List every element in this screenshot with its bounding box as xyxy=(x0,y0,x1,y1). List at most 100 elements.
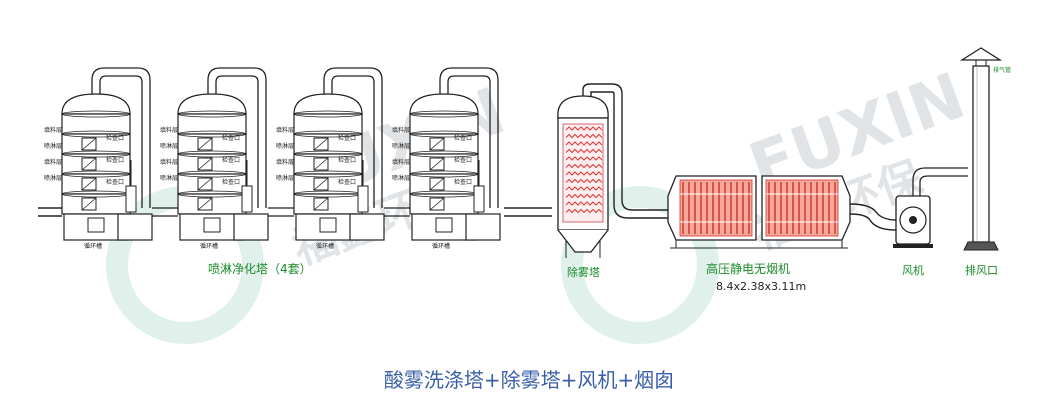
tower-right-label: 检查口 xyxy=(454,178,472,186)
circulation-tank xyxy=(117,213,153,241)
tower-window-hatch xyxy=(197,177,213,191)
tower-row-label: 喷淋层 xyxy=(392,174,410,182)
tower-window-hatch xyxy=(81,197,97,211)
tower-row-label: 填料层 xyxy=(392,158,410,166)
tower-row-label: 喷淋层 xyxy=(160,174,178,182)
tower-tank-label: 循环槽 xyxy=(316,242,334,250)
pump xyxy=(241,185,253,213)
tower-row-label: 填料层 xyxy=(44,126,62,134)
inlet-pipe xyxy=(38,207,62,217)
tower-flange xyxy=(177,170,247,178)
demister-zigzag-row xyxy=(565,156,603,161)
pipe-esp-to-fan xyxy=(849,203,897,231)
spray-towers: 填料层喷淋层填料层喷淋层检查口检查口检查口循环槽填料层喷淋层填料层喷淋层检查口检… xyxy=(44,67,501,250)
tower-window-hatch xyxy=(81,177,97,191)
tower-flange xyxy=(409,110,479,118)
demister-zigzag-row xyxy=(565,201,603,206)
circulation-tank xyxy=(233,213,269,241)
tower-row-label: 喷淋层 xyxy=(44,142,62,150)
tower-flange xyxy=(409,170,479,178)
tower-exhaust-pipe xyxy=(439,67,499,208)
tower-right-label: 检查口 xyxy=(106,178,124,186)
tower-exhaust-pipe-inner xyxy=(99,75,143,208)
tower-base-window xyxy=(435,217,453,233)
tower-tank-label: 循环槽 xyxy=(84,242,102,250)
pump xyxy=(357,185,369,213)
tower-window-hatch xyxy=(429,177,445,191)
tower-flange xyxy=(177,130,247,138)
pipe-to-demister xyxy=(504,207,552,217)
tower-exhaust-pipe-inner xyxy=(215,75,259,208)
tower-dome xyxy=(409,93,479,115)
esp-unit: 高压静电无烟机 8.4x2.38x3.11m xyxy=(667,175,851,293)
esp-label: 高压静电无烟机 xyxy=(706,261,790,276)
demister-zigzag-row xyxy=(565,193,603,199)
tower-right-label: 检查口 xyxy=(222,156,240,164)
tower-right-label: 检查口 xyxy=(338,178,356,186)
tower-right-label: 检查口 xyxy=(338,134,356,142)
tower-window-hatch xyxy=(429,157,445,171)
esp-size-label: 8.4x2.38x3.11m xyxy=(716,280,806,293)
tower-window-hatch xyxy=(81,157,97,171)
tower-window-hatch xyxy=(429,137,445,151)
tower-flange xyxy=(61,130,131,138)
demister-zigzag-row xyxy=(565,208,603,214)
tower-dome xyxy=(177,93,247,115)
tower-right-label: 检查口 xyxy=(454,134,472,142)
tower-flange xyxy=(61,110,131,118)
tower-flange xyxy=(293,150,363,158)
demister-zigzag-row xyxy=(565,148,603,154)
demister-zigzag-row xyxy=(565,133,603,139)
tower-right-label: 检查口 xyxy=(106,134,124,142)
tower-window-hatch xyxy=(313,157,329,171)
spray-tower-label: 喷淋净化塔（4套） xyxy=(208,262,312,276)
chimney-outlet: 排气管 排风口 xyxy=(959,47,1011,277)
tower-row-label: 填料层 xyxy=(276,158,294,166)
tower-row-label: 喷淋层 xyxy=(44,174,62,182)
tower-flange xyxy=(177,110,247,118)
tower-exhaust-pipe xyxy=(91,67,151,208)
circulation-tank xyxy=(349,213,385,241)
tower-flange xyxy=(409,130,479,138)
demister-mesh xyxy=(565,126,603,214)
tower-exhaust-pipe-inner xyxy=(331,75,375,208)
tower-window-hatch xyxy=(197,197,213,211)
tower-right-label: 检查口 xyxy=(338,156,356,164)
tower-dome xyxy=(293,93,363,115)
tower-window-hatch xyxy=(197,137,213,151)
figure-caption: 酸雾洗涤塔+除雾塔+风机+烟囱 xyxy=(383,368,675,392)
tower-flange xyxy=(293,130,363,138)
tower-tank-label: 循环槽 xyxy=(200,242,218,250)
tower-right-label: 检查口 xyxy=(222,134,240,142)
tower-row-label: 喷淋层 xyxy=(392,142,410,150)
tower-flange xyxy=(293,170,363,178)
tower-row-label: 喷淋层 xyxy=(276,142,294,150)
tower-flange xyxy=(61,170,131,178)
tower-exhaust-pipe xyxy=(207,67,267,208)
pump xyxy=(125,185,137,213)
pipe-demister-to-esp xyxy=(582,83,668,219)
tower-base-window xyxy=(319,217,337,233)
circulation-tank xyxy=(465,213,501,241)
outlet-top-label: 排气管 xyxy=(993,66,1011,74)
tower-window-hatch xyxy=(81,137,97,151)
tower-dome xyxy=(61,93,131,115)
tower-exhaust-pipe xyxy=(323,67,383,208)
tower-right-label: 检查口 xyxy=(222,178,240,186)
esp-electrodes xyxy=(680,182,838,234)
tower-window-hatch xyxy=(313,197,329,211)
tower-flange xyxy=(409,150,479,158)
tower-window-hatch xyxy=(313,177,329,191)
demister-tower: 除雾塔 xyxy=(557,95,609,279)
tower-row-label: 喷淋层 xyxy=(276,174,294,182)
tower-flange xyxy=(177,150,247,158)
tower-row-label: 填料层 xyxy=(276,126,294,134)
tower-flange xyxy=(293,110,363,118)
tower-right-label: 检查口 xyxy=(454,156,472,164)
tower-window-hatch xyxy=(429,197,445,211)
fan-label: 风机 xyxy=(902,263,924,277)
